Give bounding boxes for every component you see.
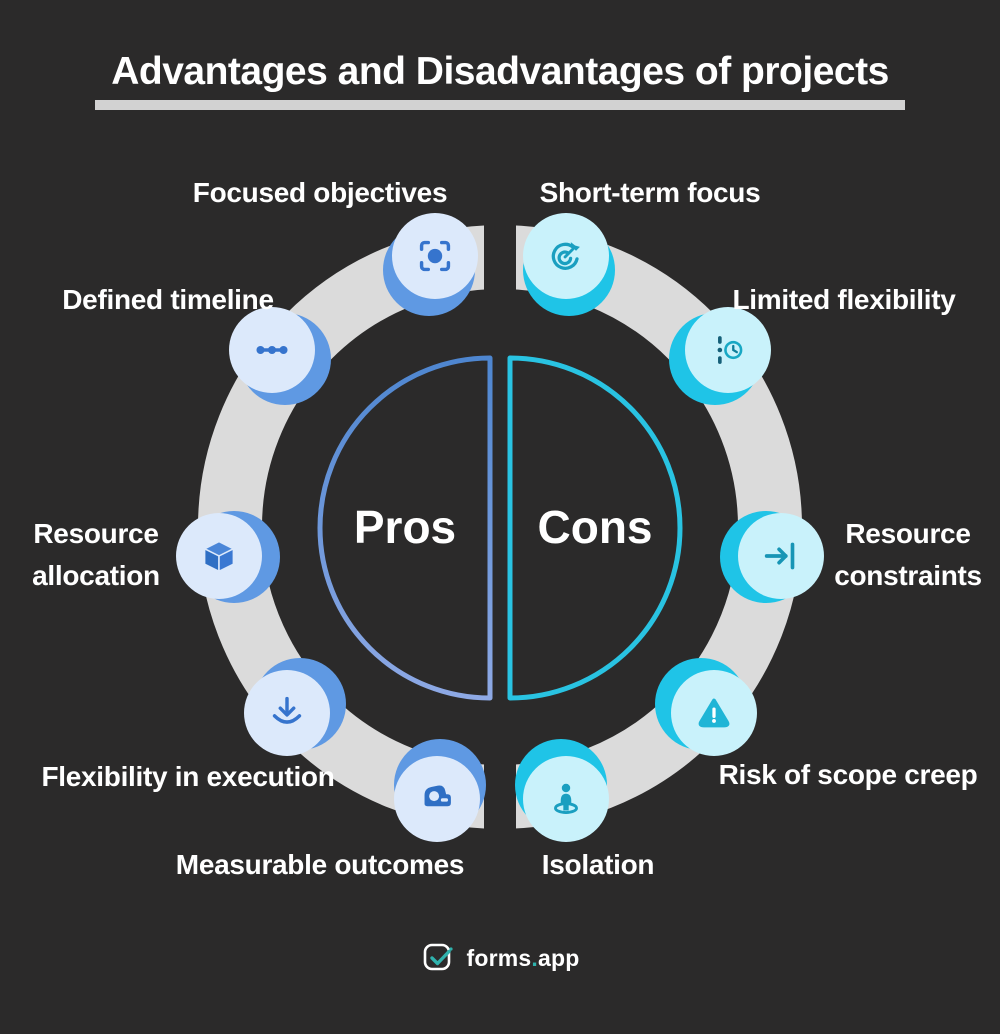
badge-measurable-outcomes [394,739,486,842]
badge-resource-allocation [176,511,280,603]
badge-isolation [515,739,609,842]
badge-focused-objectives [383,213,478,316]
pros-label: Pros [353,501,457,553]
focus-frame-icon [392,213,478,299]
brand-wordmark: forms.app [466,944,580,971]
pros-semicircle [317,355,493,701]
label-flexibility-in-execution: Flexibility in execution [41,761,335,792]
label-short-term-focus: Short-term focus [539,177,761,208]
tape-measure-icon [394,756,480,842]
badge-defined-timeline [229,307,331,405]
cube-icon [176,513,262,599]
label-defined-timeline: Defined timeline [62,284,274,315]
label-limited-flexibility: Limited flexibility [732,284,956,315]
download-arrow-icon [244,670,330,756]
label-resource-allocation: Resource allocation [32,518,160,591]
cons-label: Cons [537,501,653,553]
badge-risk-of-scope-creep [655,658,757,756]
badge-resource-constraints [720,511,824,603]
label-measurable-outcomes: Measurable outcomes [175,849,465,880]
warning-triangle-icon [671,670,757,756]
cons-semicircle [507,355,683,701]
badge-limited-flexibility [669,307,771,405]
label-resource-constraints: Resource constraints [834,518,982,591]
label-focused-objectives: Focused objectives [192,177,448,208]
label-risk-of-scope-creep: Risk of scope creep [718,759,978,790]
target-dart-icon [523,213,609,299]
page-title: Advantages and Disadvantages of projects [111,50,889,93]
ring-gap-bottom [484,752,516,832]
ring-gap-top [484,221,516,301]
badge-flexibility-in-execution [244,658,346,756]
person-spot-icon [523,756,609,842]
time-limit-icon [685,307,771,393]
arrow-barrier-icon [738,513,824,599]
timeline-dots-icon [229,307,315,393]
forms-app-logo-icon [423,943,453,971]
brand-logo: forms.app [0,940,1000,976]
title-underline [95,100,905,110]
badge-short-term-focus [523,213,615,316]
label-isolation: Isolation [541,849,655,880]
